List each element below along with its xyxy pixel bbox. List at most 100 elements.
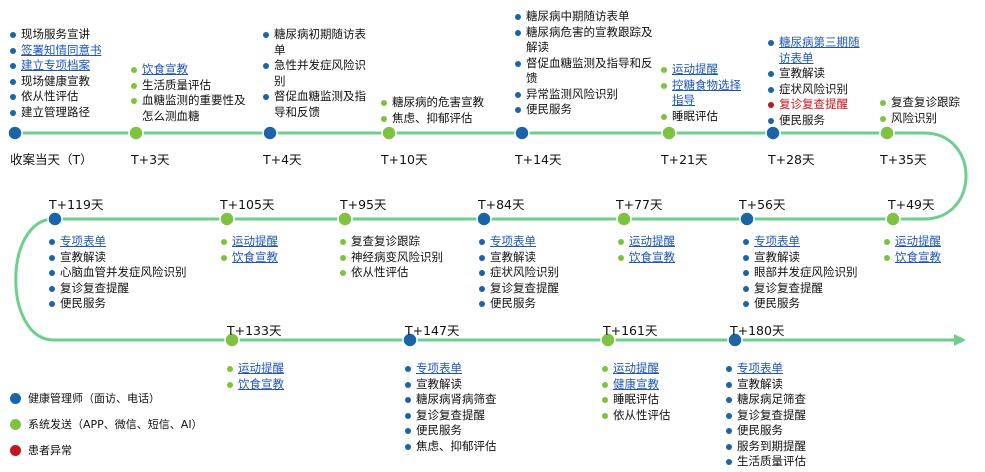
stage-item: 风险识别 [880, 111, 984, 127]
timeline-node [885, 211, 901, 227]
stage-label: T+21天 [661, 152, 708, 167]
stage-label: T+84天 [478, 197, 525, 212]
timeline-node [476, 211, 492, 227]
stage-item-link[interactable]: 专项表单 [726, 361, 836, 377]
stage-item-link[interactable]: 专项表单 [49, 234, 219, 250]
stage-item: 复查复诊跟踪 [340, 234, 470, 250]
timeline-node [727, 332, 743, 348]
stage-item: 糖尿病肾病筛查 [405, 392, 525, 408]
stage-item: 复诊复查提醒 [726, 408, 836, 424]
stage-item: 便民服务 [479, 296, 589, 312]
timeline-node [661, 125, 677, 141]
stage-item-link[interactable]: 运动提醒 [618, 234, 718, 250]
stage-item: 生活质量评估 [726, 454, 836, 470]
stage-item: 便民服务 [768, 113, 864, 129]
stage-item: 依从性评估 [10, 89, 122, 105]
stage-item-link[interactable]: 饮食宣教 [227, 377, 327, 393]
stage-item: 依从性评估 [602, 408, 702, 424]
stage-item: 宣教解读 [49, 250, 219, 266]
stage-item-link[interactable]: 运动提醒 [227, 361, 327, 377]
stage-label: T+105天 [220, 197, 275, 212]
stage-item: 宣教解读 [405, 377, 525, 393]
stage-items: 糖尿病中期随访表单糖尿病危害的宣教跟踪及解读督促血糖监测及指导和反馈异常监测风险… [515, 9, 655, 118]
stage-items: 糖尿病第三期随访表单宣教解读症状风险识别复诊复查提醒便民服务 [768, 35, 864, 128]
stage-item: 复诊复查提醒 [768, 97, 864, 113]
stage-item: 服务到期提醒 [726, 439, 836, 455]
stage-item: 睡眠评估 [602, 392, 702, 408]
stage-item: 督促血糖监测及指导和反馈 [515, 56, 655, 87]
stage-item: 宣教解读 [479, 250, 589, 266]
legend-dot [10, 419, 21, 430]
stage-item: 焦虑、抑郁评估 [381, 111, 509, 127]
stage-item: 症状风险识别 [479, 265, 589, 281]
timeline-node [765, 125, 781, 141]
stage-item-link[interactable]: 建立专项档案 [10, 58, 122, 74]
stage-items: 运动提醒饮食宣教 [618, 234, 718, 265]
stage-item: 便民服务 [726, 423, 836, 439]
stage-item-link[interactable]: 专项表单 [743, 234, 883, 250]
stage-items: 糖尿病初期随访表单急性并发症风险识别督促血糖监测及指导和反馈 [263, 27, 371, 120]
stage-item: 便民服务 [743, 296, 883, 312]
stage-item: 督促血糖监测及指导和反馈 [263, 89, 371, 120]
stage-label: T+10天 [381, 152, 428, 167]
stage-items: 运动提醒饮食宣教 [227, 361, 327, 392]
stage-item: 糖尿病初期随访表单 [263, 27, 371, 58]
stage-item: 便民服务 [49, 296, 219, 312]
stage-items: 运动提醒饮食宣教 [221, 234, 321, 265]
stage-item: 糖尿病危害的宣教跟踪及解读 [515, 25, 655, 56]
timeline-node [739, 211, 755, 227]
stage-item: 现场服务宣讲 [10, 27, 122, 43]
timeline-node [402, 332, 418, 348]
stage-item: 糖尿病的危害宣教 [381, 95, 509, 111]
timeline-node [616, 211, 632, 227]
stage-items: 专项表单宣教解读心脑血管并发症风险识别复诊复查提醒便民服务 [49, 234, 219, 312]
stage-item: 睡眠评估 [661, 109, 751, 125]
stage-item-link[interactable]: 专项表单 [405, 361, 525, 377]
stage-items: 专项表单宣教解读眼部并发症风险识别复诊复查提醒便民服务 [743, 234, 883, 312]
stage-item-link[interactable]: 签署知情同意书 [10, 43, 122, 59]
stage-item-link[interactable]: 饮食宣教 [221, 250, 321, 266]
stage-item-link[interactable]: 专项表单 [479, 234, 589, 250]
stage-item-link[interactable]: 运动提醒 [661, 62, 751, 78]
stage-item: 血糖监测的重要性及怎么测血糖 [131, 93, 253, 124]
stage-label: T+14天 [515, 152, 562, 167]
legend-dot [10, 445, 21, 456]
stage-item: 复查复诊跟踪 [880, 95, 984, 111]
timeline-node [262, 125, 278, 141]
stage-item-link[interactable]: 饮食宣教 [884, 250, 980, 266]
legend-label: 患者异常 [28, 444, 72, 457]
timeline-node [47, 211, 63, 227]
legend-dot [10, 393, 21, 404]
stage-label: 收案当天（T） [10, 152, 93, 167]
stage-item: 神经病变风险识别 [340, 250, 470, 266]
stage-item: 复诊复查提醒 [743, 281, 883, 297]
stage-label: T+77天 [616, 197, 663, 212]
stage-items: 现场服务宣讲签署知情同意书建立专项档案现场健康宣教依从性评估建立管理路径 [10, 27, 122, 120]
stage-items: 专项表单宣教解读糖尿病肾病筛查复诊复查提醒便民服务焦虑、抑郁评估 [405, 361, 525, 454]
stage-items: 运动提醒健康宣教睡眠评估依从性评估 [602, 361, 702, 423]
stage-item-link[interactable]: 糖尿病第三期随访表单 [768, 35, 864, 66]
timeline-node [600, 332, 616, 348]
stage-items: 专项表单宣教解读症状风险识别复诊复查提醒便民服务 [479, 234, 589, 312]
stage-item: 建立管理路径 [10, 105, 122, 121]
stage-item-link[interactable]: 控糖食物选择指导 [661, 78, 751, 109]
stage-item: 复诊复查提醒 [405, 408, 525, 424]
stage-items: 专项表单宣教解读糖尿病足筛查复诊复查提醒便民服务服务到期提醒生活质量评估 [726, 361, 836, 470]
stage-label: T+180天 [730, 323, 785, 338]
stage-label: T+49天 [888, 197, 935, 212]
stage-label: T+161天 [603, 323, 658, 338]
stage-item-link[interactable]: 运动提醒 [221, 234, 321, 250]
stage-item-link[interactable]: 健康宣教 [602, 377, 702, 393]
stage-item-link[interactable]: 饮食宣教 [618, 250, 718, 266]
stage-items: 运动提醒饮食宣教 [884, 234, 980, 265]
stage-items: 复查复诊跟踪神经病变风险识别依从性评估 [340, 234, 470, 281]
stage-label: T+28天 [768, 152, 815, 167]
stage-item-link[interactable]: 饮食宣教 [131, 62, 253, 78]
stage-item-link[interactable]: 运动提醒 [884, 234, 980, 250]
stage-item-link[interactable]: 运动提醒 [602, 361, 702, 377]
stage-items: 运动提醒控糖食物选择指导睡眠评估 [661, 62, 751, 124]
timeline-node [128, 125, 144, 141]
timeline-node [879, 125, 895, 141]
stage-items: 糖尿病的危害宣教焦虑、抑郁评估 [381, 95, 509, 126]
stage-label: T+95天 [340, 197, 387, 212]
